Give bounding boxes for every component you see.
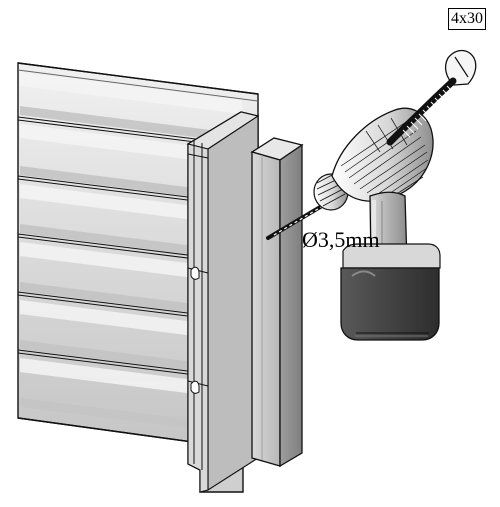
drill-icon [313,107,441,341]
drill-diameter-label: Ø3,5mm [302,227,380,252]
corner-post-icon [250,137,304,468]
screw-icon [386,49,477,146]
screw-size-label: 4x30 [448,8,486,30]
side-panel-icon [186,111,260,493]
